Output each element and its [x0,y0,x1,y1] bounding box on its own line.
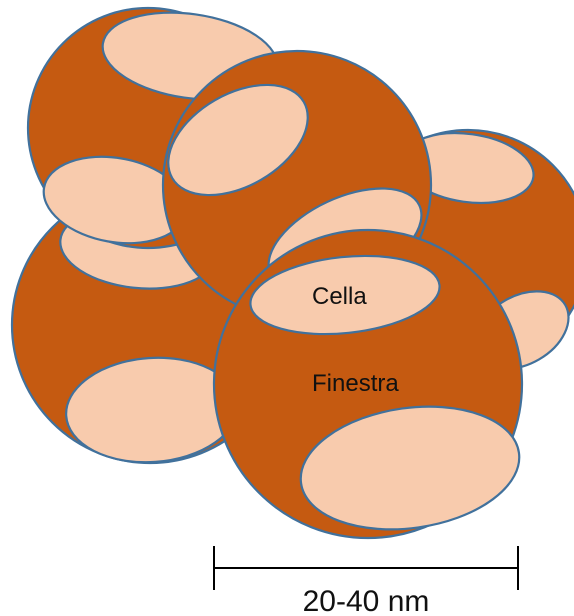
scale-bar-label: 20-40 nm [303,585,430,616]
scale-bar: 20-40 nm [214,546,518,616]
finestra-label: Finestra [312,370,399,397]
cella-label: Cella [312,283,367,310]
